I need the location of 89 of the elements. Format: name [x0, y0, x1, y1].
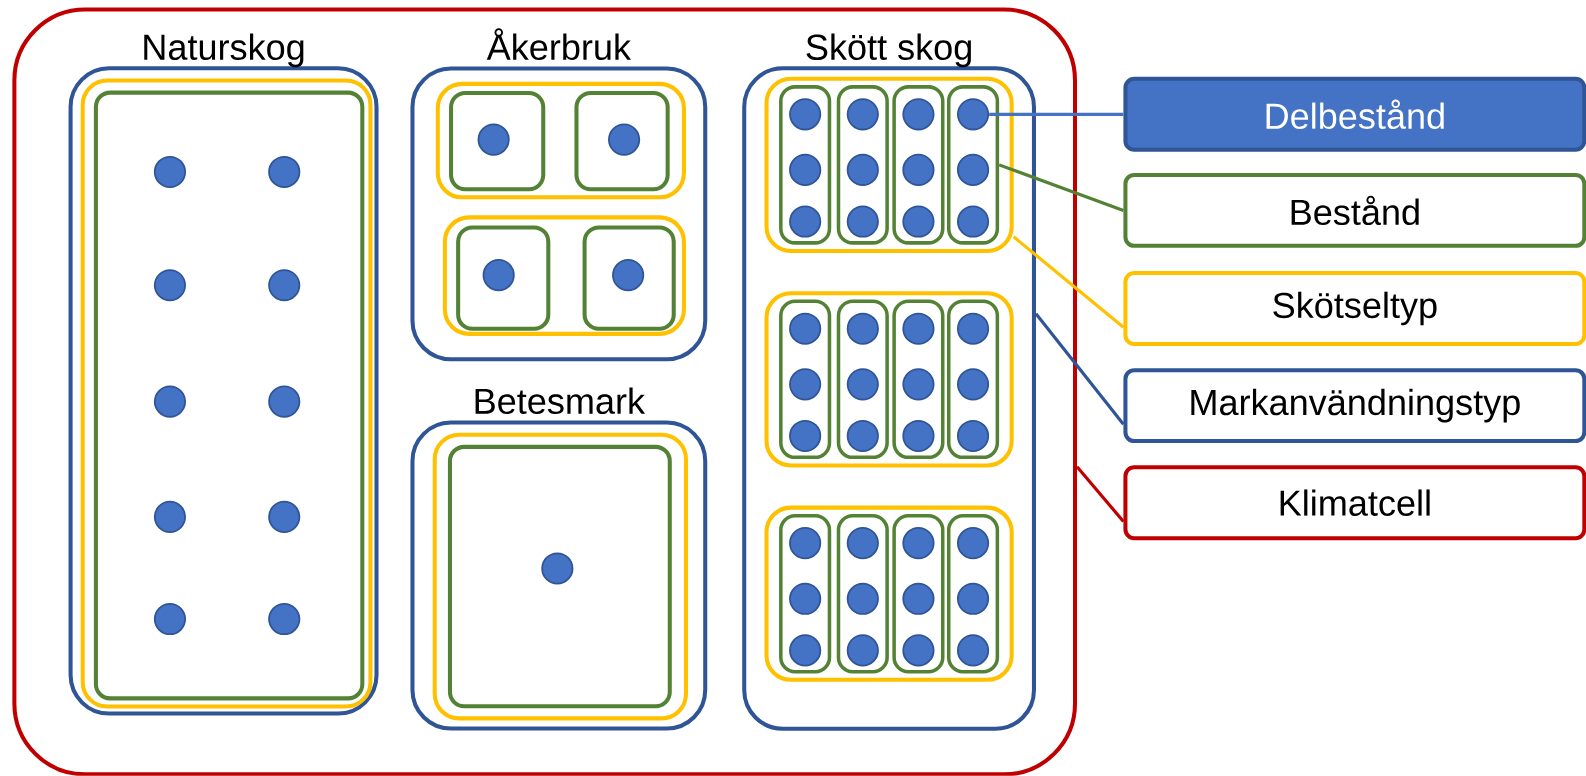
column-box	[836, 299, 889, 460]
dot	[268, 156, 301, 189]
dot	[902, 582, 935, 615]
column-box	[779, 85, 832, 245]
heading: Betesmark	[475, 387, 646, 415]
inner-box	[432, 432, 688, 721]
column-box	[574, 91, 670, 192]
column-box	[582, 225, 676, 331]
dot	[846, 98, 879, 131]
dot	[902, 312, 935, 345]
column-box	[836, 85, 889, 245]
dot	[957, 368, 990, 401]
dot	[612, 259, 645, 292]
dot	[957, 98, 990, 131]
dot	[477, 123, 510, 156]
column-box	[947, 299, 1000, 460]
dot	[957, 205, 990, 238]
dot	[902, 419, 935, 453]
dot	[902, 527, 935, 560]
column-box	[456, 225, 551, 331]
dot	[846, 312, 879, 345]
dot	[957, 634, 990, 667]
dot	[789, 153, 822, 187]
dot	[268, 603, 301, 636]
dot	[902, 634, 935, 667]
leader-line	[1012, 235, 1125, 329]
dot	[957, 527, 990, 560]
dot	[902, 205, 935, 238]
column-box	[836, 514, 889, 674]
dot	[957, 582, 990, 615]
dot	[902, 368, 935, 401]
column-box	[779, 514, 832, 674]
leader-line	[1075, 465, 1125, 523]
dot	[846, 153, 879, 187]
dot	[789, 205, 822, 238]
dot	[846, 527, 879, 560]
dot	[153, 269, 186, 302]
inner-box	[435, 81, 686, 200]
dot	[789, 582, 822, 615]
legend-box: Skötseltyp	[1123, 271, 1586, 347]
dot	[268, 385, 301, 418]
dot	[153, 500, 186, 534]
dot	[789, 419, 822, 453]
dot	[846, 368, 879, 401]
heading: Naturskog	[144, 33, 304, 68]
dot	[153, 603, 186, 636]
inner-box	[442, 215, 686, 336]
dot	[482, 259, 515, 292]
column-box	[892, 85, 945, 245]
column-box	[892, 514, 945, 674]
dot	[902, 98, 935, 131]
dot	[846, 419, 879, 453]
dot	[153, 156, 186, 189]
outer-frame	[12, 7, 1078, 776]
heading: Skött skog	[806, 33, 971, 68]
inner-box	[764, 76, 1014, 254]
dot	[268, 269, 301, 302]
dot	[846, 205, 879, 238]
dot	[957, 153, 990, 187]
inner-box	[764, 291, 1014, 468]
dot	[789, 312, 822, 345]
dot	[846, 582, 879, 615]
heading: Åkerbruk	[486, 28, 632, 61]
legend-box: Bestånd	[1123, 173, 1586, 248]
dot	[153, 385, 186, 418]
legend-box: Markanvändningstyp	[1123, 368, 1586, 444]
column-box	[447, 444, 672, 709]
dot	[789, 98, 822, 131]
dot	[789, 368, 822, 401]
dot	[789, 527, 822, 560]
dot	[957, 419, 990, 453]
leader-line	[1034, 312, 1125, 426]
column-box	[947, 514, 1000, 674]
leader-line	[998, 163, 1124, 212]
inner-box	[764, 505, 1014, 682]
dot	[268, 500, 301, 534]
column-box	[779, 299, 832, 460]
column-box	[892, 299, 945, 460]
legend-box: Klimatcell	[1123, 465, 1586, 541]
dot	[541, 552, 574, 585]
legend-box: Delbestånd	[1123, 76, 1586, 152]
column-box	[449, 91, 546, 192]
dot	[608, 123, 641, 156]
dot	[789, 634, 822, 667]
leader-line	[989, 112, 1124, 116]
column-box	[947, 85, 1000, 245]
dot	[846, 634, 879, 667]
dot	[902, 153, 935, 187]
dot	[957, 312, 990, 345]
